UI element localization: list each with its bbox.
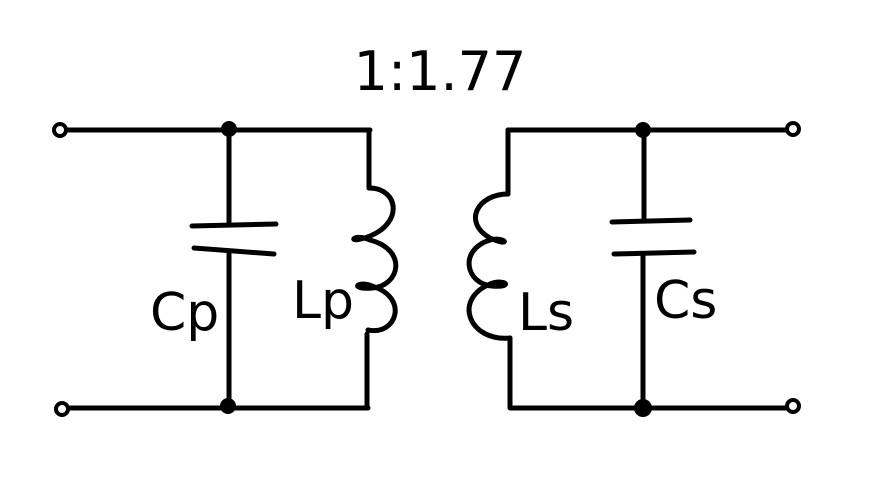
secondary-bottom-terminal xyxy=(785,398,801,414)
cs-bottom-plate xyxy=(611,249,697,257)
primary-top-terminal xyxy=(52,122,68,138)
secondary-top-terminal xyxy=(785,121,801,137)
ls-label: Ls xyxy=(518,283,574,343)
capacitor-cs xyxy=(609,127,697,409)
cp-top-plate xyxy=(189,221,279,229)
secondary-side: Ls Cs xyxy=(466,121,801,417)
primary-bottom-terminal xyxy=(54,401,70,417)
cs-top-plate xyxy=(609,217,693,225)
turns-ratio-label: 1:1.77 xyxy=(354,40,527,103)
lp-label: Lp xyxy=(292,271,354,331)
cp-bottom-plate xyxy=(191,245,277,257)
inductor-lp xyxy=(351,127,399,409)
lp-coil xyxy=(351,185,399,334)
ls-coil xyxy=(466,191,513,341)
cp-label: Cp xyxy=(150,283,219,343)
primary-side: Cp Lp xyxy=(52,121,399,417)
inductor-ls xyxy=(466,127,513,409)
cs-label: Cs xyxy=(654,271,717,331)
capacitor-cp xyxy=(189,127,279,409)
